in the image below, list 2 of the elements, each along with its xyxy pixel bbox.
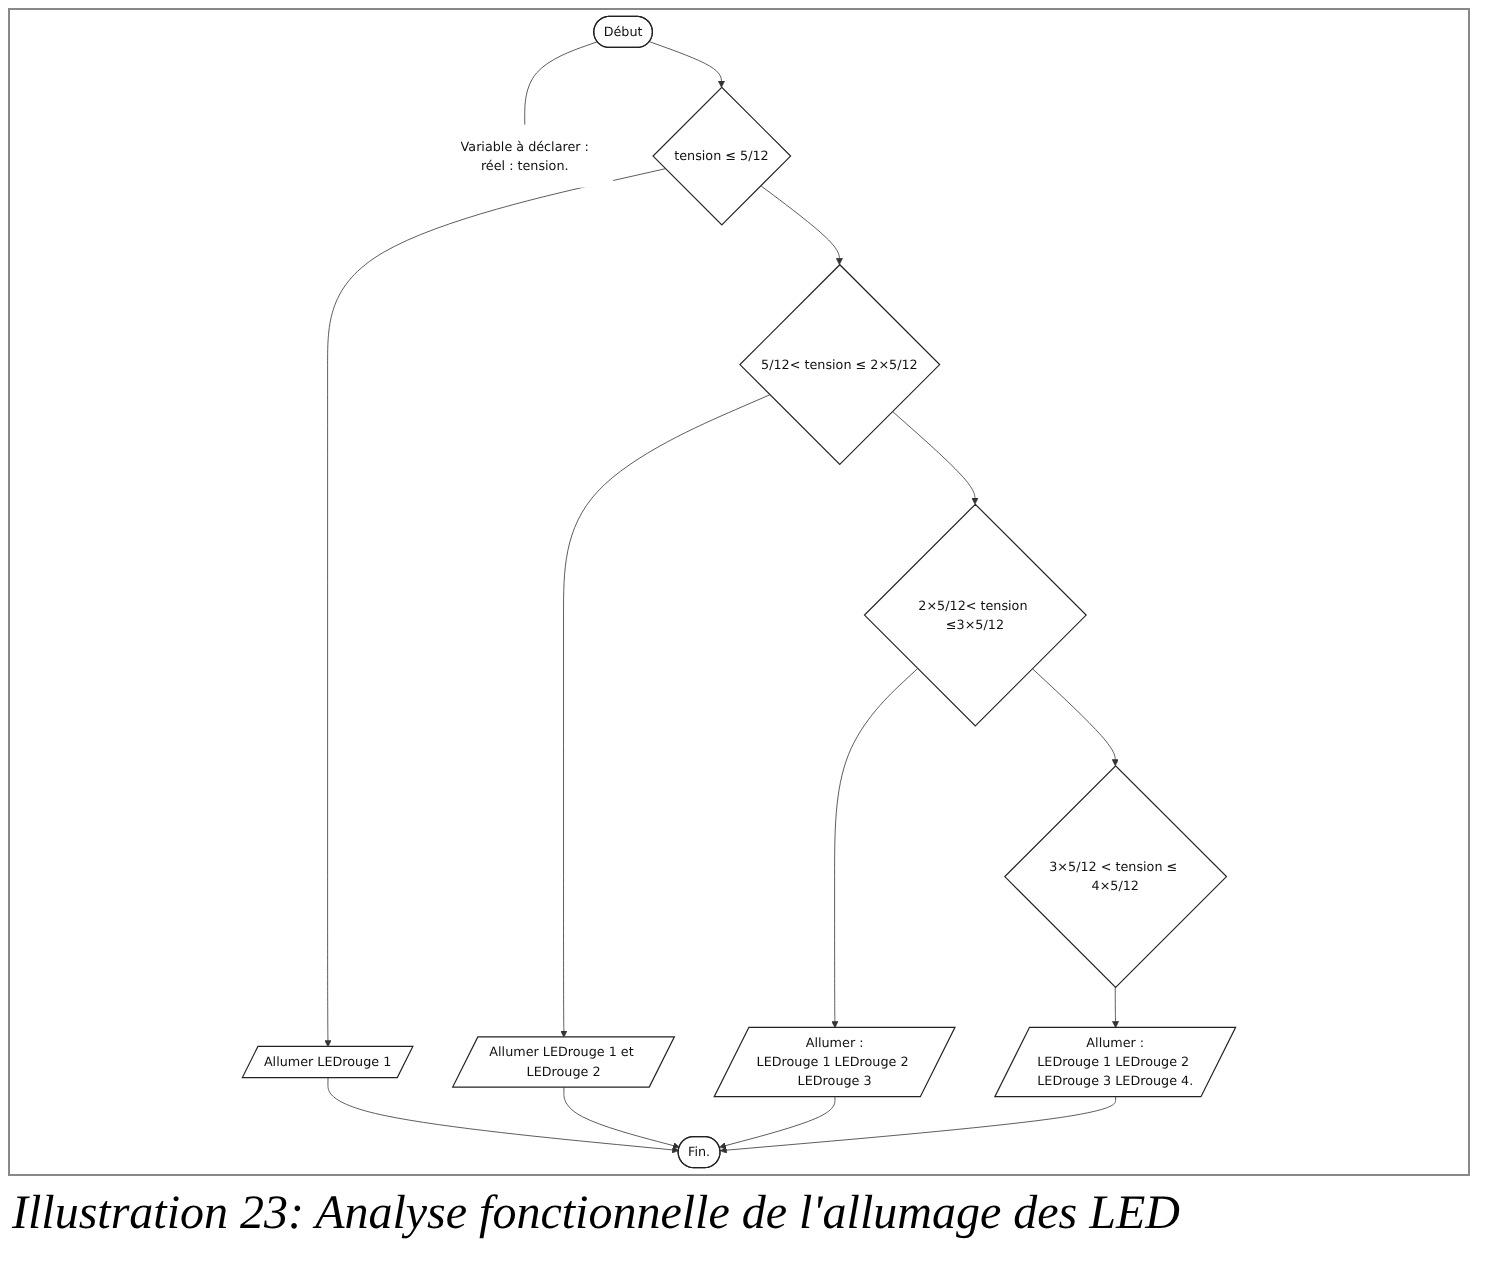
- caption: Illustration 23: Analyse fonctionnelle de l'allumage des LED: [10, 1186, 1182, 1244]
- connector: [524, 41, 598, 126]
